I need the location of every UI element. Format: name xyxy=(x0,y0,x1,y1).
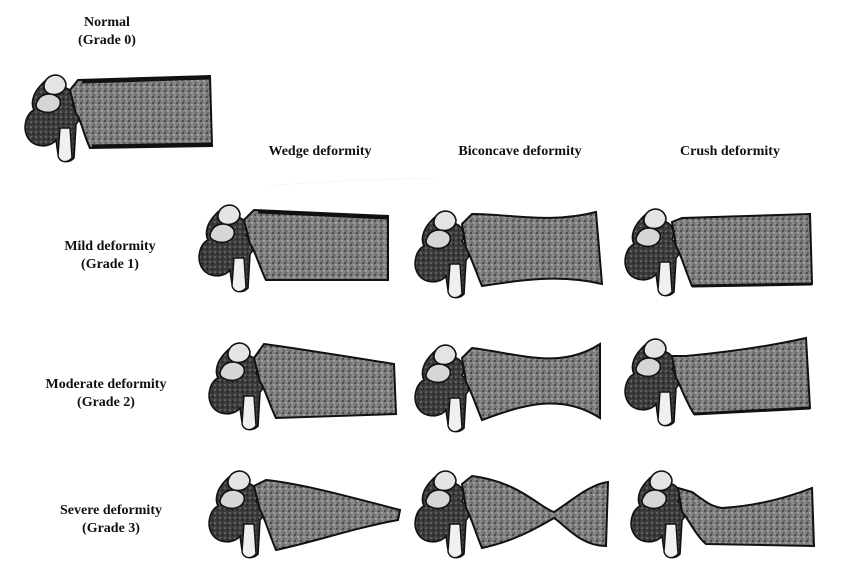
row-label-moderate-line1: Moderate deformity xyxy=(45,377,167,392)
column-header-wedge: Wedge deformity xyxy=(268,144,372,159)
vertebra-severe-crush xyxy=(626,462,826,562)
normal-grade-0-label: Normal (Grade 0) xyxy=(62,14,152,50)
row-label-severe-line1: Severe deformity xyxy=(60,503,162,518)
column-header-crush: Crush deformity xyxy=(680,144,780,159)
row-label-moderate: Moderate deformity (Grade 2) xyxy=(26,376,186,412)
row-label-moderate-line2: (Grade 2) xyxy=(77,395,135,410)
vertebra-moderate-biconcave xyxy=(410,336,610,436)
vertebra-severe-wedge xyxy=(204,462,404,562)
vertebra-mild-wedge xyxy=(194,196,394,296)
row-label-severe: Severe deformity (Grade 3) xyxy=(36,502,186,538)
vertebra-mild-crush xyxy=(620,200,820,300)
normal-label-line2: (Grade 0) xyxy=(78,33,136,48)
row-label-mild: Mild deformity (Grade 1) xyxy=(40,238,180,274)
row-label-severe-line2: (Grade 3) xyxy=(82,521,140,536)
vertebra-moderate-wedge xyxy=(204,334,404,434)
vertebra-mild-biconcave xyxy=(410,202,610,302)
row-label-mild-line2: (Grade 1) xyxy=(81,257,139,272)
column-header-biconcave: Biconcave deformity xyxy=(458,144,582,159)
vertebra-moderate-crush xyxy=(620,330,820,430)
scan-speckle xyxy=(270,178,440,187)
row-label-mild-line1: Mild deformity xyxy=(64,239,156,254)
vertebra-normal xyxy=(20,66,220,166)
vertebra-severe-biconcave xyxy=(410,462,610,562)
normal-label-line1: Normal xyxy=(84,15,130,30)
